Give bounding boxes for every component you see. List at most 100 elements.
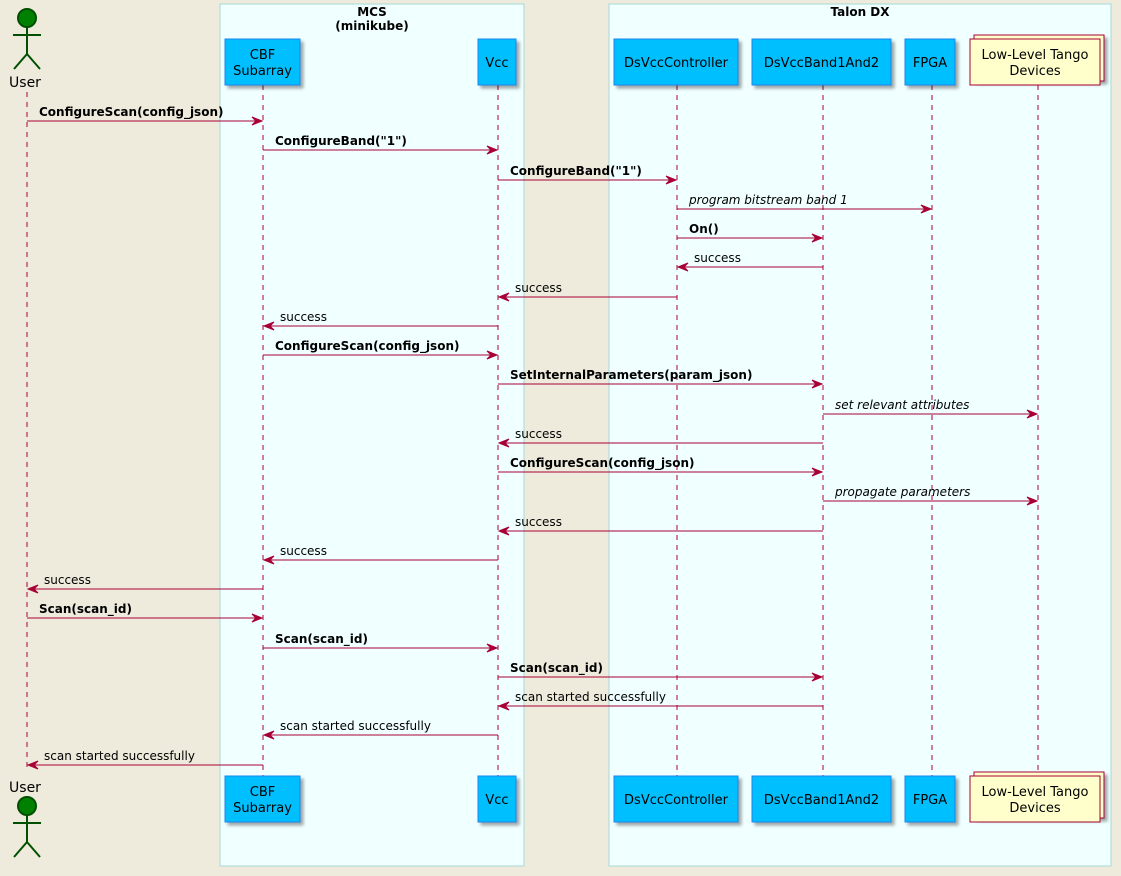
message-label: Scan(scan_id) — [275, 632, 368, 647]
message-label: success — [515, 427, 562, 441]
actor-label: User — [9, 75, 41, 91]
message-label: set relevant attributes — [835, 398, 969, 412]
message-arrowhead-icon — [1026, 409, 1039, 419]
group-box-title: (minikube) — [335, 19, 409, 33]
message-17: success — [26, 573, 263, 594]
message-arrowhead-icon — [676, 262, 689, 272]
collections-front-frame — [969, 38, 1101, 86]
actor-user: User — [9, 780, 41, 858]
message-18: Scan(scan_id) — [27, 602, 264, 623]
message-1: ConfigureScan(config_json) — [27, 105, 264, 126]
participant-fpga-bottom: FPGA — [904, 775, 956, 823]
participant-frame — [477, 775, 517, 823]
group-box-title: MCS — [357, 5, 387, 19]
participant-label: Low-Level Tango — [982, 785, 1089, 800]
message-21: scan started successfully — [497, 690, 823, 711]
participant-vcc-top: Vcc — [477, 38, 517, 86]
message-23: scan started successfully — [26, 749, 263, 770]
message-label: success — [280, 310, 327, 324]
participant-label: Vcc — [485, 793, 508, 808]
message-arrowhead-icon — [26, 760, 39, 770]
message-arrowhead-icon — [811, 672, 824, 682]
participant-frame — [224, 38, 301, 86]
participant-label: DsVccController — [624, 56, 729, 71]
actor-leg-icon — [13, 53, 28, 70]
message-label: scan started successfully — [515, 690, 666, 704]
message-16: success — [262, 544, 498, 565]
message-arrowhead-icon — [811, 379, 824, 389]
message-10: SetInternalParameters(param_json) — [498, 368, 824, 389]
message-arrowhead-icon — [497, 292, 510, 302]
participant-label: DsVccBand1And2 — [764, 793, 879, 808]
message-19: Scan(scan_id) — [263, 632, 499, 653]
message-11: set relevant attributes — [823, 398, 1039, 419]
message-label: success — [515, 515, 562, 529]
message-8: success — [262, 310, 498, 331]
participant-frame — [751, 775, 892, 823]
message-label: success — [280, 544, 327, 558]
message-label: success — [694, 251, 741, 265]
participant-fpga-top: FPGA — [904, 38, 956, 86]
group-box-talon: Talon DX — [608, 3, 1112, 867]
participant-frame — [613, 38, 739, 86]
participant-label: Subarray — [233, 64, 292, 79]
participant-label: Vcc — [485, 56, 508, 71]
message-label: scan started successfully — [44, 749, 195, 763]
participant-label: CBF — [250, 785, 275, 800]
message-label: On() — [689, 222, 719, 236]
message-label: ConfigureBand("1") — [275, 134, 407, 148]
actor-head-icon — [17, 8, 37, 28]
message-label: success — [515, 281, 562, 295]
message-13: ConfigureScan(config_json) — [498, 456, 824, 477]
participant-label: Devices — [1009, 64, 1060, 79]
message-2: ConfigureBand("1") — [263, 134, 499, 155]
message-arrowhead-icon — [262, 321, 275, 331]
actor-leg-icon — [13, 841, 28, 858]
message-arrowhead-icon — [262, 555, 275, 565]
message-label: Scan(scan_id) — [39, 602, 132, 617]
message-arrowhead-icon — [486, 643, 499, 653]
message-label: ConfigureScan(config_json) — [510, 456, 694, 471]
message-9: ConfigureScan(config_json) — [263, 339, 499, 360]
message-5: On() — [677, 222, 824, 243]
group-box-mcs-frame — [219, 3, 525, 867]
participant-dsband-bottom: DsVccBand1And2 — [751, 775, 892, 823]
message-4: program bitstream band 1 — [677, 193, 933, 214]
messages: ConfigureScan(config_json) ConfigureBand(… — [26, 105, 1039, 770]
message-label: success — [44, 573, 91, 587]
message-14: propagate parameters — [823, 485, 1039, 506]
message-arrowhead-icon — [665, 175, 678, 185]
message-arrowhead-icon — [811, 467, 824, 477]
message-arrowhead-icon — [497, 526, 510, 536]
participant-groups: MCS(minikube) Talon DX — [219, 3, 1112, 867]
participant-label: FPGA — [913, 793, 947, 808]
participant-label: FPGA — [913, 56, 947, 71]
group-box-talon-frame — [608, 3, 1112, 867]
message-arrowhead-icon — [811, 233, 824, 243]
collections-front-frame — [969, 775, 1101, 823]
message-arrowhead-icon — [486, 145, 499, 155]
message-arrowhead-icon — [251, 613, 264, 623]
participant-frame — [751, 38, 892, 86]
message-arrowhead-icon — [920, 204, 933, 214]
actor-leg-icon — [26, 841, 41, 858]
message-label: Scan(scan_id) — [510, 661, 603, 676]
message-arrowhead-icon — [26, 584, 39, 594]
lifelines — [26, 85, 1039, 776]
participant-frame — [904, 775, 956, 823]
group-box-mcs: MCS(minikube) — [219, 3, 525, 867]
participant-dsband-top: DsVccBand1And2 — [751, 38, 892, 86]
participant-label: Subarray — [233, 801, 292, 816]
participant-dsvcc-top: DsVccController — [613, 38, 739, 86]
group-box-title: Talon DX — [830, 5, 890, 19]
message-label: ConfigureBand("1") — [510, 164, 642, 178]
message-label: ConfigureScan(config_json) — [275, 339, 459, 354]
message-arrowhead-icon — [251, 116, 264, 126]
participant-frame — [477, 38, 517, 86]
actor-leg-icon — [26, 53, 41, 70]
